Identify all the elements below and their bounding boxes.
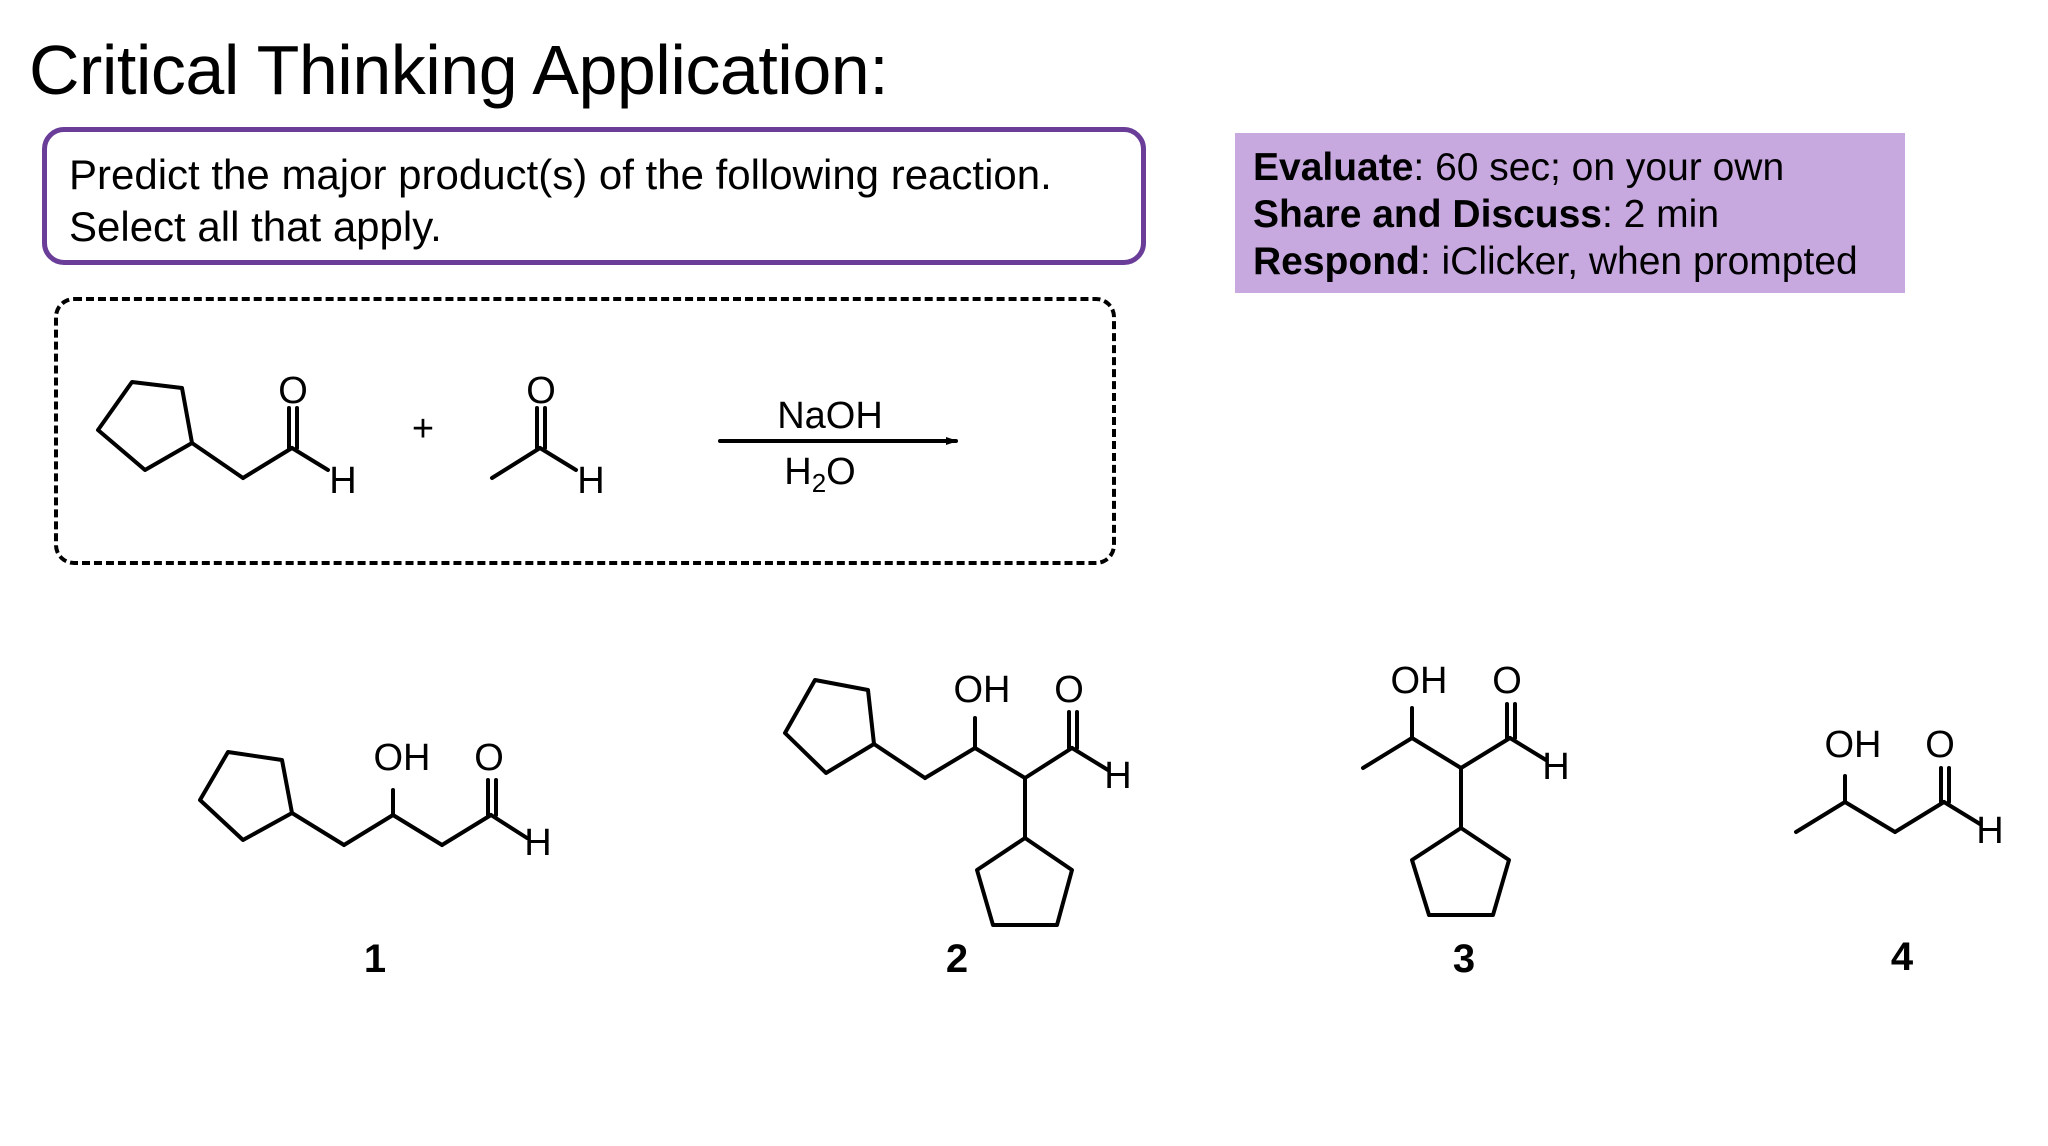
product-2-oxygen-label: O <box>1054 669 1084 711</box>
product-2-hydrogen-label: H <box>1104 755 1131 797</box>
product-4-structure <box>1794 766 1982 834</box>
share-line: Share and Discuss: 2 min <box>1253 191 1905 238</box>
product-4-oxygen-label: O <box>1925 724 1955 766</box>
question-box: Predict the major product(s) of the foll… <box>42 127 1146 265</box>
product-2-structure <box>783 678 1110 927</box>
product-3-hydroxyl-label: OH <box>1391 660 1448 702</box>
question-line-1: Predict the major product(s) of the foll… <box>69 151 1052 198</box>
solvent-o: O <box>826 451 856 493</box>
choice-3-label: 3 <box>1453 937 1475 981</box>
solvent-h: H <box>784 451 811 493</box>
solvent-subscript: 2 <box>812 468 826 498</box>
product-1-oxygen-label: O <box>474 737 504 779</box>
product-4-hydrogen-label: H <box>1976 810 2003 852</box>
respond-line: Respond: iClicker, when prompted <box>1253 238 1905 285</box>
share-label: Share and Discuss <box>1253 193 1602 236</box>
reaction-scheme-box <box>54 297 1116 565</box>
choice-1-label: 1 <box>364 937 386 981</box>
product-3-structure <box>1361 702 1548 917</box>
product-2-hydroxyl-label: OH <box>954 669 1011 711</box>
plus-sign: + <box>412 408 434 450</box>
question-line-2: Select all that apply. <box>69 203 442 250</box>
product-4-hydroxyl-label: OH <box>1825 724 1882 766</box>
reactant-1-hydrogen-label: H <box>329 460 356 502</box>
evaluate-text: : 60 sec; on your own <box>1413 146 1785 189</box>
solvent-label: H2O <box>784 451 855 498</box>
reactant-2-hydrogen-label: H <box>577 460 604 502</box>
timing-box: Evaluate: 60 sec; on your own Share and … <box>1235 133 1905 293</box>
choice-2-label: 2 <box>946 937 968 981</box>
choice-4-label: 4 <box>1891 935 1914 979</box>
reagent-label: NaOH <box>777 395 883 437</box>
respond-text: : iClicker, when prompted <box>1419 240 1858 283</box>
page-title: Critical Thinking Application: <box>29 31 889 109</box>
respond-label: Respond <box>1253 240 1420 283</box>
share-text: : 2 min <box>1601 193 1720 236</box>
reactant-acetaldehyde <box>490 406 578 480</box>
product-3-oxygen-label: O <box>1492 660 1522 702</box>
reactant-2-oxygen-label: O <box>526 370 556 412</box>
evaluate-line: Evaluate: 60 sec; on your own <box>1253 144 1905 191</box>
product-1-hydrogen-label: H <box>524 822 551 864</box>
evaluate-label: Evaluate <box>1253 146 1414 189</box>
reactant-cyclopentylacetaldehyde <box>96 380 330 480</box>
product-3-hydrogen-label: H <box>1542 746 1569 788</box>
product-1-hydroxyl-label: OH <box>374 737 431 779</box>
product-1-structure <box>198 750 529 847</box>
reactant-1-oxygen-label: O <box>278 370 308 412</box>
